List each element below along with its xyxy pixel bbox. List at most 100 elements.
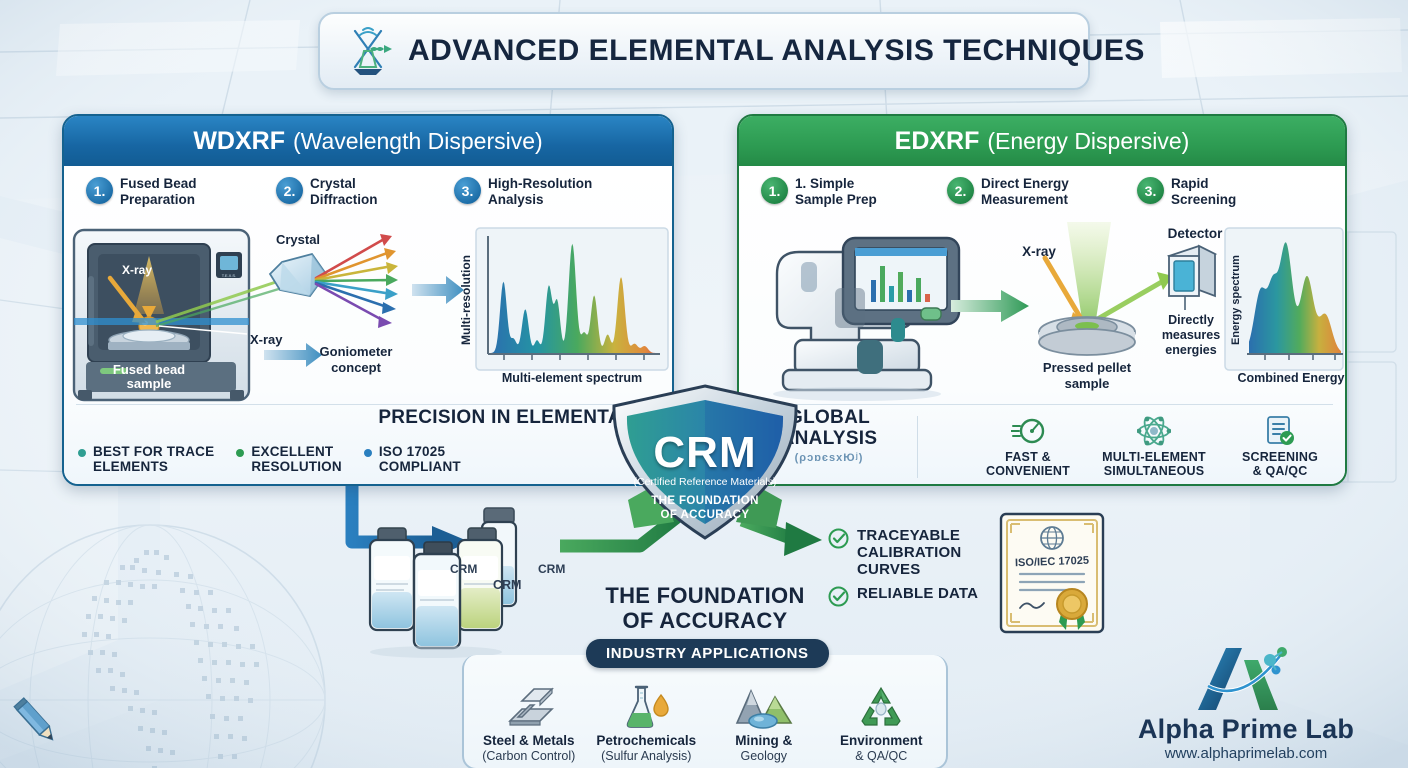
- bullet-dot: [78, 448, 86, 457]
- edxrf-handheld-analyzer-illustration: [773, 236, 961, 401]
- edxrf-flow-arrow: [951, 290, 1029, 322]
- step-number-badge: 3.: [454, 177, 481, 204]
- globe-icon: [1040, 526, 1064, 550]
- certificate-icon: [998, 512, 1106, 640]
- application-name: Steel & Metals: [482, 733, 575, 748]
- application-steel-metals[interactable]: Steel & Metals (Carbon Control): [470, 683, 588, 763]
- wdxrf-flow-arrow: [412, 276, 464, 304]
- wdxrf-full-name: (Wavelength Dispersive): [292, 127, 543, 154]
- wdxrf-label-crystal: Crystal: [276, 232, 320, 247]
- application-subtitle: Geology: [740, 748, 788, 763]
- crm-vial-label-2: CRM: [493, 578, 522, 592]
- atom-icon: [1099, 414, 1209, 448]
- wdxrf-diagram: T.E.X.S. X-ray: [64, 222, 672, 406]
- edxrf-feature-1: FAST &CONVENIENT: [973, 414, 1083, 478]
- feature-label: SCREENING& QA/QC: [1241, 450, 1319, 478]
- crm-vial-label-1: CRM: [450, 562, 478, 576]
- wdxrf-instrument-illustration: T.E.X.S. X-ray: [72, 228, 251, 402]
- outcome-label: RELIABLE DATA: [857, 584, 979, 602]
- divider: [76, 404, 660, 405]
- wdxrf-label-xray-source: X-ray: [122, 263, 152, 277]
- bullet-dot: [236, 448, 245, 457]
- application-name: Petrochemicals: [596, 733, 697, 748]
- check-circle-icon: [828, 586, 849, 612]
- crm-shield-badge: CRM (Certified Reference Materials) THE …: [600, 382, 810, 542]
- edxrf-label-sample-2: sample: [1065, 376, 1110, 391]
- crm-flow-layer: [0, 470, 1408, 670]
- crm-vials-illustration: [368, 507, 518, 658]
- step-number-badge: 1.: [761, 177, 788, 204]
- edxrf-detector-illustration: Detector Directly measures energies: [1162, 226, 1223, 357]
- application-environment-qaqc[interactable]: Environment & QA/QC: [823, 683, 941, 763]
- wdxrf-abbr: WDXRF: [193, 126, 285, 155]
- pencil-icon: [8, 694, 64, 750]
- brand-url[interactable]: www.alphaprimelab.com: [1164, 745, 1328, 762]
- feature-label: FAST &CONVENIENT: [986, 450, 1070, 478]
- xrf-funnel-icon: [342, 22, 394, 81]
- step-number-badge: 1.: [86, 177, 113, 204]
- application-mining-geology[interactable]: Mining & Geology: [705, 683, 823, 763]
- wdxrf-goniometer: Goniometer concept: [264, 343, 392, 375]
- edxrf-label-detector-note-2: measures: [1162, 328, 1220, 342]
- wdxrf-label-sample-1: Fused bead: [113, 362, 185, 377]
- application-subtitle: (Carbon Control): [482, 748, 576, 763]
- application-subtitle: (Sulfur Analysis): [601, 748, 692, 763]
- edxrf-feature-row: FAST &CONVENIENT: [973, 414, 1335, 478]
- application-subtitle: & QA/QC: [855, 748, 908, 763]
- industry-applications-row: Steel & Metals (Carbon Control) Petroche…: [464, 655, 946, 763]
- edxrf-spectrum-chart: Energy spectrum Combined Energy: [1224, 227, 1345, 385]
- check-circle-icon: [828, 528, 849, 554]
- steel-beam-icon: [470, 683, 588, 729]
- wdxrf-spectrum-chart: Multi-resolution Multi-element spectrum: [459, 227, 669, 385]
- page-title: ADVANCED ELEMENTAL ANALYSIS TECHNIQUES: [408, 34, 1145, 67]
- wdxrf-emitted-beam: X-ray: [155, 278, 283, 347]
- edxrf-label-xray: X-ray: [1022, 244, 1056, 259]
- edxrf-tagline-sub: (ρɔɒєsxЮʲ): [794, 451, 864, 464]
- brand-block: Alpha Prime Lab www.alphaprimelab.com: [1096, 644, 1396, 762]
- page-title-bar: ADVANCED ELEMENTAL ANALYSIS TECHNIQUES: [318, 12, 1144, 90]
- edxrf-chart-xlabel: Combined Energy: [1238, 371, 1345, 385]
- industry-applications-panel: Steel & Metals (Carbon Control) Petroche…: [462, 655, 948, 768]
- bullet-dot: [363, 448, 372, 457]
- step-number-badge: 2.: [276, 177, 303, 204]
- step-number-badge: 3.: [1137, 177, 1164, 204]
- alpha-prime-a-monogram: [1096, 644, 1396, 712]
- flask-oil-drop-icon: [588, 683, 706, 729]
- brand-name: Alpha Prime Lab: [1137, 714, 1355, 744]
- edxrf-label-sample-1: Pressed pellet: [1043, 360, 1132, 375]
- edxrf-chart-ylabel: Energy spectrum: [1230, 255, 1242, 345]
- application-petrochemicals[interactable]: Petrochemicals (Sulfur Analysis): [588, 683, 706, 763]
- edxrf-full-name: (Energy Dispersive): [987, 127, 1190, 154]
- recycle-icon: [823, 683, 941, 729]
- application-name: Environment: [839, 733, 923, 748]
- crm-outcome-2: RELIABLE DATA: [828, 584, 979, 612]
- edxrf-abbr: EDXRF: [894, 126, 980, 155]
- wdxrf-header: WDXRF (Wavelength Dispersive): [64, 116, 672, 166]
- mountain-rocks-icon: [705, 683, 823, 729]
